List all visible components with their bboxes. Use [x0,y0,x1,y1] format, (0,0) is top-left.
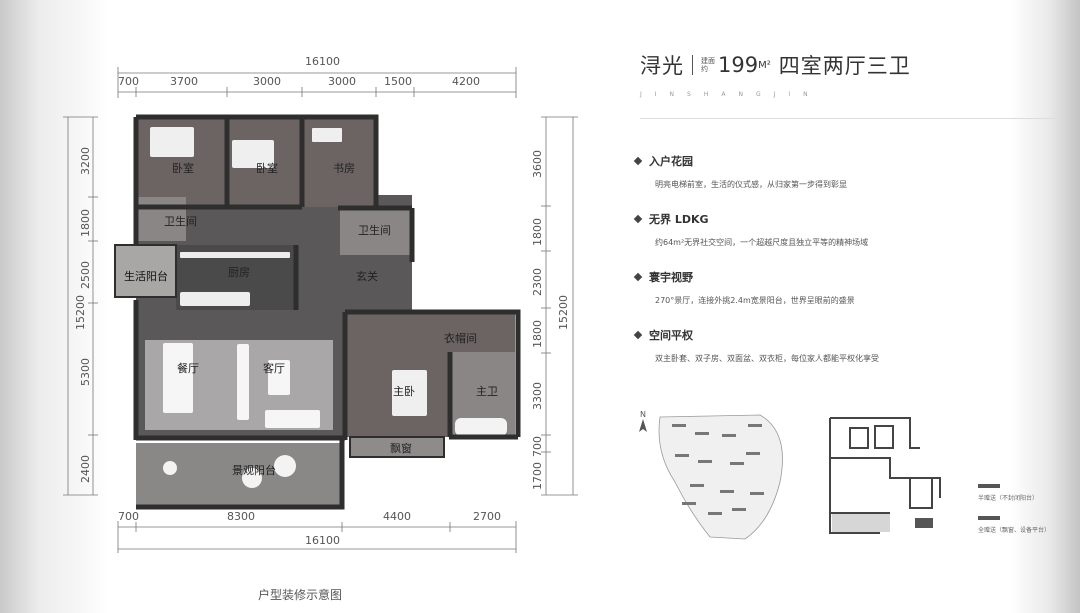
left-total-dim: 15200 [74,295,87,330]
area-label-line-1: 建面 [701,57,715,65]
feature-title: 空间平权 [649,329,693,342]
area-label-line-2: 约 [701,65,708,73]
plan-area: 199 [718,53,759,77]
compass: N [638,410,648,435]
feature-description: 双主卧套、双子房、双面盆、双衣柜，每位家人都能平权化享受 [655,354,879,363]
compass-north-label: N [640,410,646,419]
room-bedroom-2: 卧室 [256,162,278,175]
feature-item: 空间平权 双主卧套、双子房、双面盆、双衣柜，每位家人都能平权化享受 [633,327,879,364]
diamond-bullet-icon [633,156,643,166]
right-dim-2: 1800 [531,218,544,246]
right-dim-1: 3600 [531,150,544,178]
diamond-bullet-icon [633,214,643,224]
room-utility-balcony: 生活阳台 [124,270,168,283]
room-entrance: 玄关 [356,270,378,283]
bottom-dim-2: 8300 [227,510,255,523]
plan-title: 浔光 建面 约 199 M² 四室两厅三卫 [640,50,911,80]
top-total-dim: 16100 [305,55,340,68]
left-dim-5: 2400 [79,455,92,483]
plan-furniture [150,127,507,488]
room-bay-window: 飘窗 [390,442,412,455]
feature-title: 入户花园 [649,155,693,168]
site-plan-thumbnail [658,414,783,540]
legend-label-half: 半赠送（不封闭阳台） [978,495,1039,502]
area-label: 建面 约 [701,57,715,73]
right-dim-4: 1800 [531,320,544,348]
area-unit: M² [758,59,771,71]
right-page-shadow [1010,0,1080,613]
feature-item: 无界 LDKG 约64m²无界社交空间，一个超越尺度且独立平等的精神场域 [633,211,868,248]
feature-item: 入户花园 明亮电梯前室，生活的仪式感，从归家第一步得到彰显 [633,153,847,190]
top-dim-2: 3700 [170,75,198,88]
right-dim-7: 1700 [531,462,544,490]
top-dim-1: 700 [118,75,139,88]
bottom-dim-4: 2700 [473,510,501,523]
plan-name: 浔光 [640,54,684,78]
room-living: 客厅 [263,362,285,375]
feature-description: 270°景厅，连接外挑2.4m宽景阳台，世界呈眼前的盛景 [655,296,855,305]
diamond-bullet-icon [633,330,643,340]
room-dining: 餐厅 [177,362,199,375]
right-dim-6: 700 [531,436,544,457]
room-master-bath: 主卫 [476,385,498,398]
right-dim-5: 3300 [531,382,544,410]
feature-item: 寰宇视野 270°景厅，连接外挑2.4m宽景阳台，世界呈眼前的盛景 [633,269,855,306]
feature-title: 无界 LDKG [649,213,709,226]
room-bedroom-1: 卧室 [172,162,194,175]
bottom-dim-1: 700 [118,510,139,523]
top-dim-4: 3000 [328,75,356,88]
right-dim-3: 2300 [531,268,544,296]
top-dimension-lines [63,67,578,553]
feature-title: 寰宇视野 [649,271,693,284]
feature-description: 约64m²无界社交空间，一个超越尺度且独立平等的精神场域 [655,238,869,247]
plan-subtitle: JINSHANGJIN [640,91,821,98]
left-dim-4: 5300 [79,358,92,386]
bottom-total-dim: 16100 [305,534,340,547]
room-bath-2: 卫生间 [358,224,391,237]
left-page-shadow [0,0,110,613]
room-master-bedroom: 主卧 [393,385,415,398]
plan-caption: 户型装修示意图 [258,588,343,602]
top-dim-6: 4200 [452,75,480,88]
right-total-dim: 15200 [557,295,570,330]
key-plan-thumbnail [829,417,941,534]
plan-layout-type: 四室两厅三卫 [778,54,911,78]
room-closet: 衣帽间 [444,332,477,345]
plan-walls [133,114,521,510]
top-dim-5: 1500 [384,75,412,88]
legend-label-full: 全赠送（飘窗、设备平台） [978,527,1051,534]
legend-swatch-half [978,484,1000,488]
room-bath-1: 卫生间 [164,215,197,228]
divider [640,118,1060,119]
room-view-balcony: 景观阳台 [232,464,276,477]
diamond-bullet-icon [633,272,643,282]
room-kitchen: 厨房 [228,266,250,279]
top-dim-3: 3000 [253,75,281,88]
bottom-dim-3: 4400 [383,510,411,523]
north-arrow-icon [639,419,647,432]
left-dim-2: 1800 [79,209,92,237]
left-dim-3: 2500 [79,261,92,289]
legend-swatch-full [978,516,1000,520]
feature-description: 明亮电梯前室，生活的仪式感，从归家第一步得到彰显 [655,180,847,189]
title-divider [692,55,693,75]
room-study: 书房 [333,162,355,175]
left-dim-1: 3200 [79,147,92,175]
